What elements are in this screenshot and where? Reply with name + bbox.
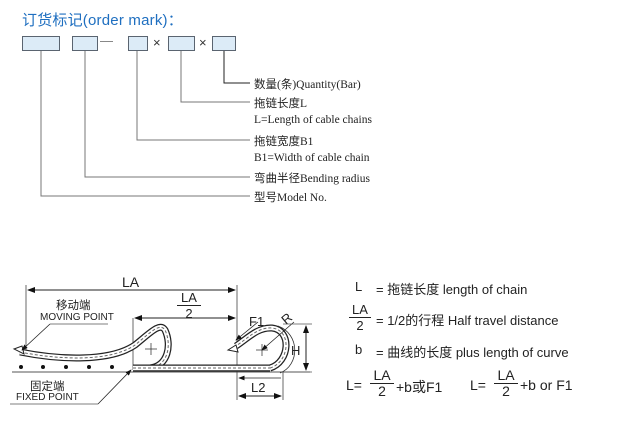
fixed-point-leader — [97, 369, 132, 405]
label-length-cn: 拖链长度L — [254, 98, 308, 110]
quantity-box — [212, 36, 236, 51]
fixed-point-en: FIXED POINT — [16, 392, 79, 403]
formula2-fraction: LA 2 — [494, 368, 518, 399]
model-no-box — [22, 36, 60, 51]
times-separator: × — [199, 35, 207, 50]
f1-label: F1 — [249, 314, 265, 329]
width-box — [128, 36, 148, 51]
f1-dimension — [235, 321, 259, 341]
right-end-bracket — [226, 344, 239, 353]
formula2-prefix: L= — [470, 377, 486, 393]
formula2-suffix: +b or F1 — [520, 377, 573, 393]
order-mark-title: 订货标记(order mark)： — [22, 12, 183, 29]
la-label: LA — [122, 274, 140, 290]
label-length-en: L=Length of cable chains — [254, 114, 372, 126]
formula1-denominator: 2 — [378, 383, 386, 399]
moving-point-en: MOVING POINT — [40, 312, 114, 323]
r-arc — [277, 325, 296, 374]
label-quantity: 数量(条)Quantity(Bar) — [254, 79, 361, 91]
support-dots — [19, 365, 114, 369]
la-half-denominator: 2 — [185, 306, 193, 321]
moving-point-cn: 移动端 — [56, 300, 91, 312]
fixed-point-cn: 固定端 — [30, 381, 65, 393]
formula2-numerator: LA — [494, 368, 518, 384]
label-bending-radius: 弯曲半径Bending radius — [254, 173, 370, 185]
width-leader — [136, 51, 250, 141]
formula1-numerator: LA — [370, 368, 394, 384]
legend-la-denominator: 2 — [356, 318, 364, 333]
model-leader — [40, 51, 250, 197]
moving-point-leader — [21, 323, 51, 351]
legend-la-fraction: LA 2 — [349, 302, 371, 333]
la-half-numerator: LA — [177, 290, 201, 306]
length-leader — [180, 51, 250, 103]
legend-la-numerator: LA — [349, 302, 371, 318]
label-model-no: 型号Model No. — [254, 192, 327, 204]
legend-b-symbol: b — [355, 342, 363, 357]
formula1-prefix: L= — [346, 377, 362, 393]
legend-l-text: = 拖链长度 length of chain — [376, 282, 528, 297]
formula1-fraction: LA 2 — [370, 368, 394, 399]
quantity-leader — [223, 51, 250, 84]
length-box — [168, 36, 195, 51]
l2-label: L2 — [251, 380, 266, 395]
legend-la-text: = 1/2的行程 Half travel distance — [376, 313, 559, 328]
legend-b-text: = 曲线的长度 plus length of curve — [376, 345, 569, 360]
label-width-en: B1=Width of cable chain — [254, 152, 370, 164]
times-separator: × — [153, 35, 161, 50]
label-width-cn: 拖链宽度B1 — [254, 136, 314, 148]
formula1-suffix: +b或F1 — [396, 379, 443, 395]
formula2-denominator: 2 — [502, 383, 510, 399]
h-label: H — [291, 343, 301, 358]
dash-separator: — — [100, 33, 113, 48]
r-dimension — [261, 321, 295, 351]
bending-radius-box — [72, 36, 98, 51]
legend-l-symbol: L — [355, 279, 363, 294]
radius-leader — [84, 51, 250, 178]
la-half-label: LA 2 — [177, 290, 201, 321]
